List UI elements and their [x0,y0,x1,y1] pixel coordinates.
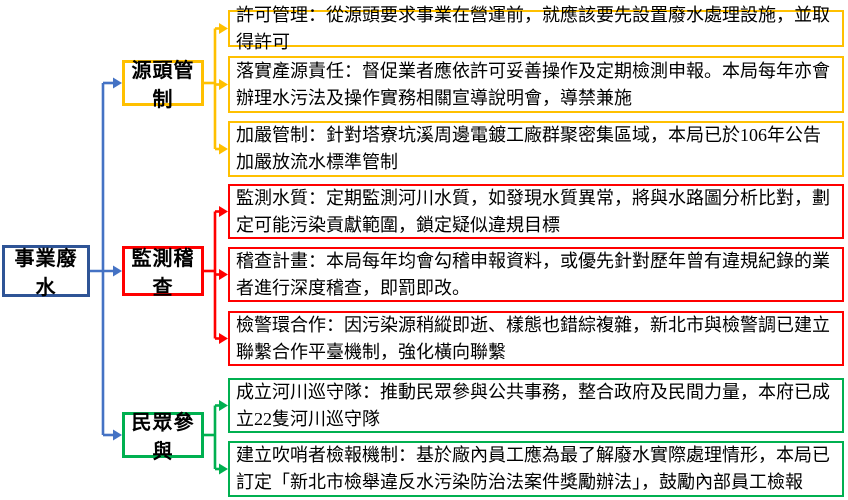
connector-red [203,206,228,344]
leaf-stricter-control: 加嚴管制：針對塔寮坑溪周邊電鍍工廠群聚密集區域，本局已於106年公告加嚴放流水標… [228,121,844,177]
connector-blue [90,77,122,441]
leaf-water-quality-monitoring: 監測水質：定期監測河川水質，如發現水質異常，將與水路圖分析比對，劃定可能污染貢獻… [228,184,844,239]
leaf-producer-responsibility: 落實產源責任：督促業者應依許可妥善操作及定期檢測申報。本局每年亦會辦理水污法及操… [228,56,844,113]
leaf-river-patrol-team: 成立河川巡守隊：推動民眾參與公共事務，整合政府及民間力量，本府已成立22隻河川巡… [228,378,844,433]
connector-yellow [203,23,228,155]
leaf-permit-management: 許可管理：從源頭要求事業在營運前，就應該要先設置廢水處理設施，並取得許可 [228,5,844,52]
branch-node-public-participation: 民眾參與 [122,412,204,463]
branch-node-monitoring-inspection: 監測稽查 [122,246,204,299]
connector-green [203,400,228,475]
leaf-whistleblower-mechanism: 建立吹哨者檢報機制：基於廠內員工應為最了解廢水實際處理情形，本局已訂定「新北市檢… [228,441,844,497]
leaf-inspection-plan: 稽查計畫：本局每年均會勾稽申報資料，或優先針對歷年曾有違規紀錄的業者進行深度稽查… [228,247,844,302]
branch-node-source-control: 源頭管制 [122,60,204,111]
root-node-industrial-wastewater: 事業廢水 [2,245,90,299]
leaf-police-prosecutor-cooperation: 檢警環合作：因污染源稍縱即逝、樣態也錯綜複雜，新北市與檢警調已建立聯繫合作平臺機… [228,311,844,366]
